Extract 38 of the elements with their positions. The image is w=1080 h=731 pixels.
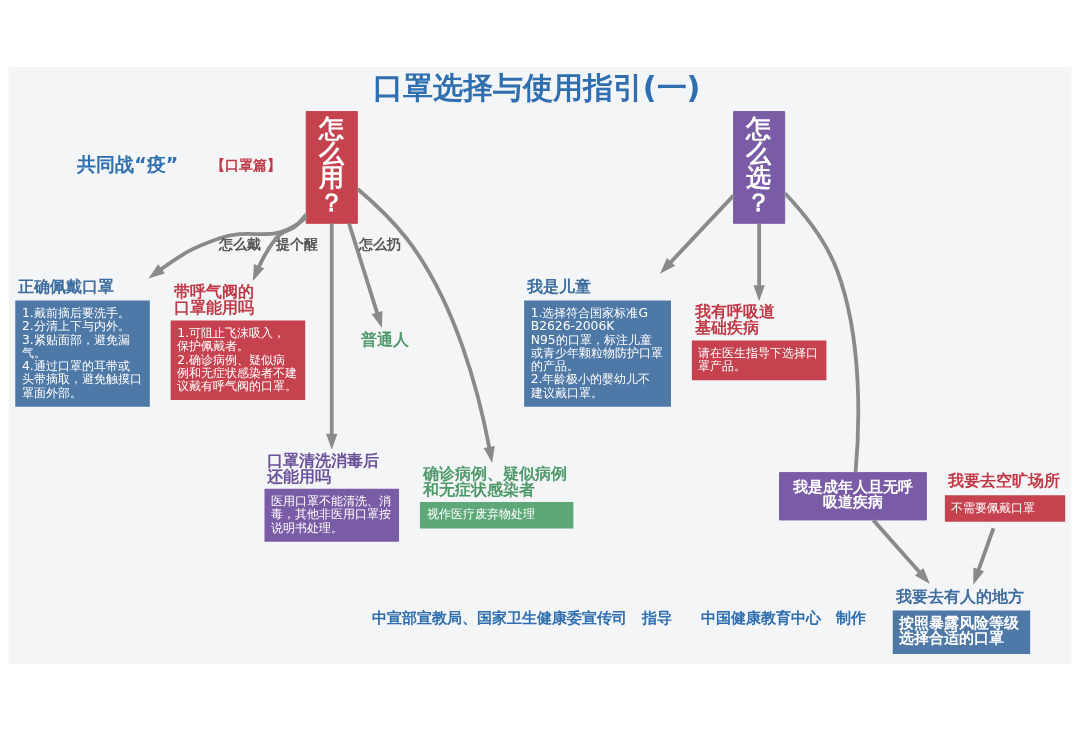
node-box: 按照暴露风险等级选择合适的口罩 (892, 610, 1031, 655)
node-box: 视作医疗废弃物处理 (419, 501, 574, 529)
node-box: 1.可阻止飞沫吸入，保护佩戴者。 2.确诊病例、疑似病例和无症状感染者不建议戴有呼气阀的口罩。 (170, 320, 306, 401)
label: 共同战“疫” (77, 153, 179, 176)
arrow (871, 518, 930, 584)
connector (783, 192, 861, 473)
arrow (252, 213, 308, 281)
node-text: 普通人 (361, 329, 410, 349)
node-label: 正确佩戴口罩 (18, 276, 115, 296)
label: 中国健康教育中心 制作 (701, 608, 867, 627)
arrow (148, 215, 308, 279)
node-box: 1.选择符合国家标准GB2626-2006KN95的口罩，标注儿童或青少年颗粒物防护口罩的产品。 2.年龄极小的婴幼儿不建议戴口罩。 (524, 300, 671, 407)
label: 【口罩篇】 (211, 156, 282, 173)
node-box: 请在医生指导下选择口罩产品。 (691, 340, 827, 381)
arrow (973, 527, 996, 585)
edge-label: 怎么戴 (218, 235, 261, 252)
node-label: 口罩清洗消毒后还能用吗 (267, 450, 380, 486)
edge-label: 怎么扔 (359, 235, 402, 252)
node-box: 我是成年人且无呼吸道疾病 (779, 472, 927, 521)
label: 中宣部宣教局、国家卫生健康委宣传司 指导 (371, 608, 672, 627)
arrow (753, 223, 765, 302)
node-label: 我要去有人的地方 (895, 586, 1024, 606)
edge-label: 提个醒 (275, 235, 318, 252)
arrow (347, 222, 383, 329)
node-box: 怎么用？ (305, 111, 358, 224)
node-label: 确诊病例、疑似病例和无症状感染者 (422, 463, 567, 499)
node-label: 我是儿童 (526, 276, 591, 296)
arrow (659, 194, 735, 274)
diagram-title: 口罩选择与使用指引(一) (372, 69, 701, 105)
arrow (326, 223, 338, 450)
node-box: 怎么选？ (733, 111, 786, 224)
node-box: 不需要佩戴口罩 (944, 495, 1066, 522)
node-label: 我有呼吸道基础疾病 (694, 302, 775, 338)
arrow (356, 187, 495, 463)
node-box: 医用口罩不能清洗、消毒，其他非医用口罩按说明书处理。 (264, 488, 400, 542)
node-label: 带呼气阀的口罩能用吗 (173, 282, 254, 318)
node-label: 我要去空旷场所 (947, 471, 1060, 491)
node-box: 1.戴前摘后要洗手。 2.分清上下与内外。 3.紧贴面部，避免漏气。 4.通过口罩的耳带或头带摘取，避免触摸口罩面外部。 (15, 300, 150, 407)
